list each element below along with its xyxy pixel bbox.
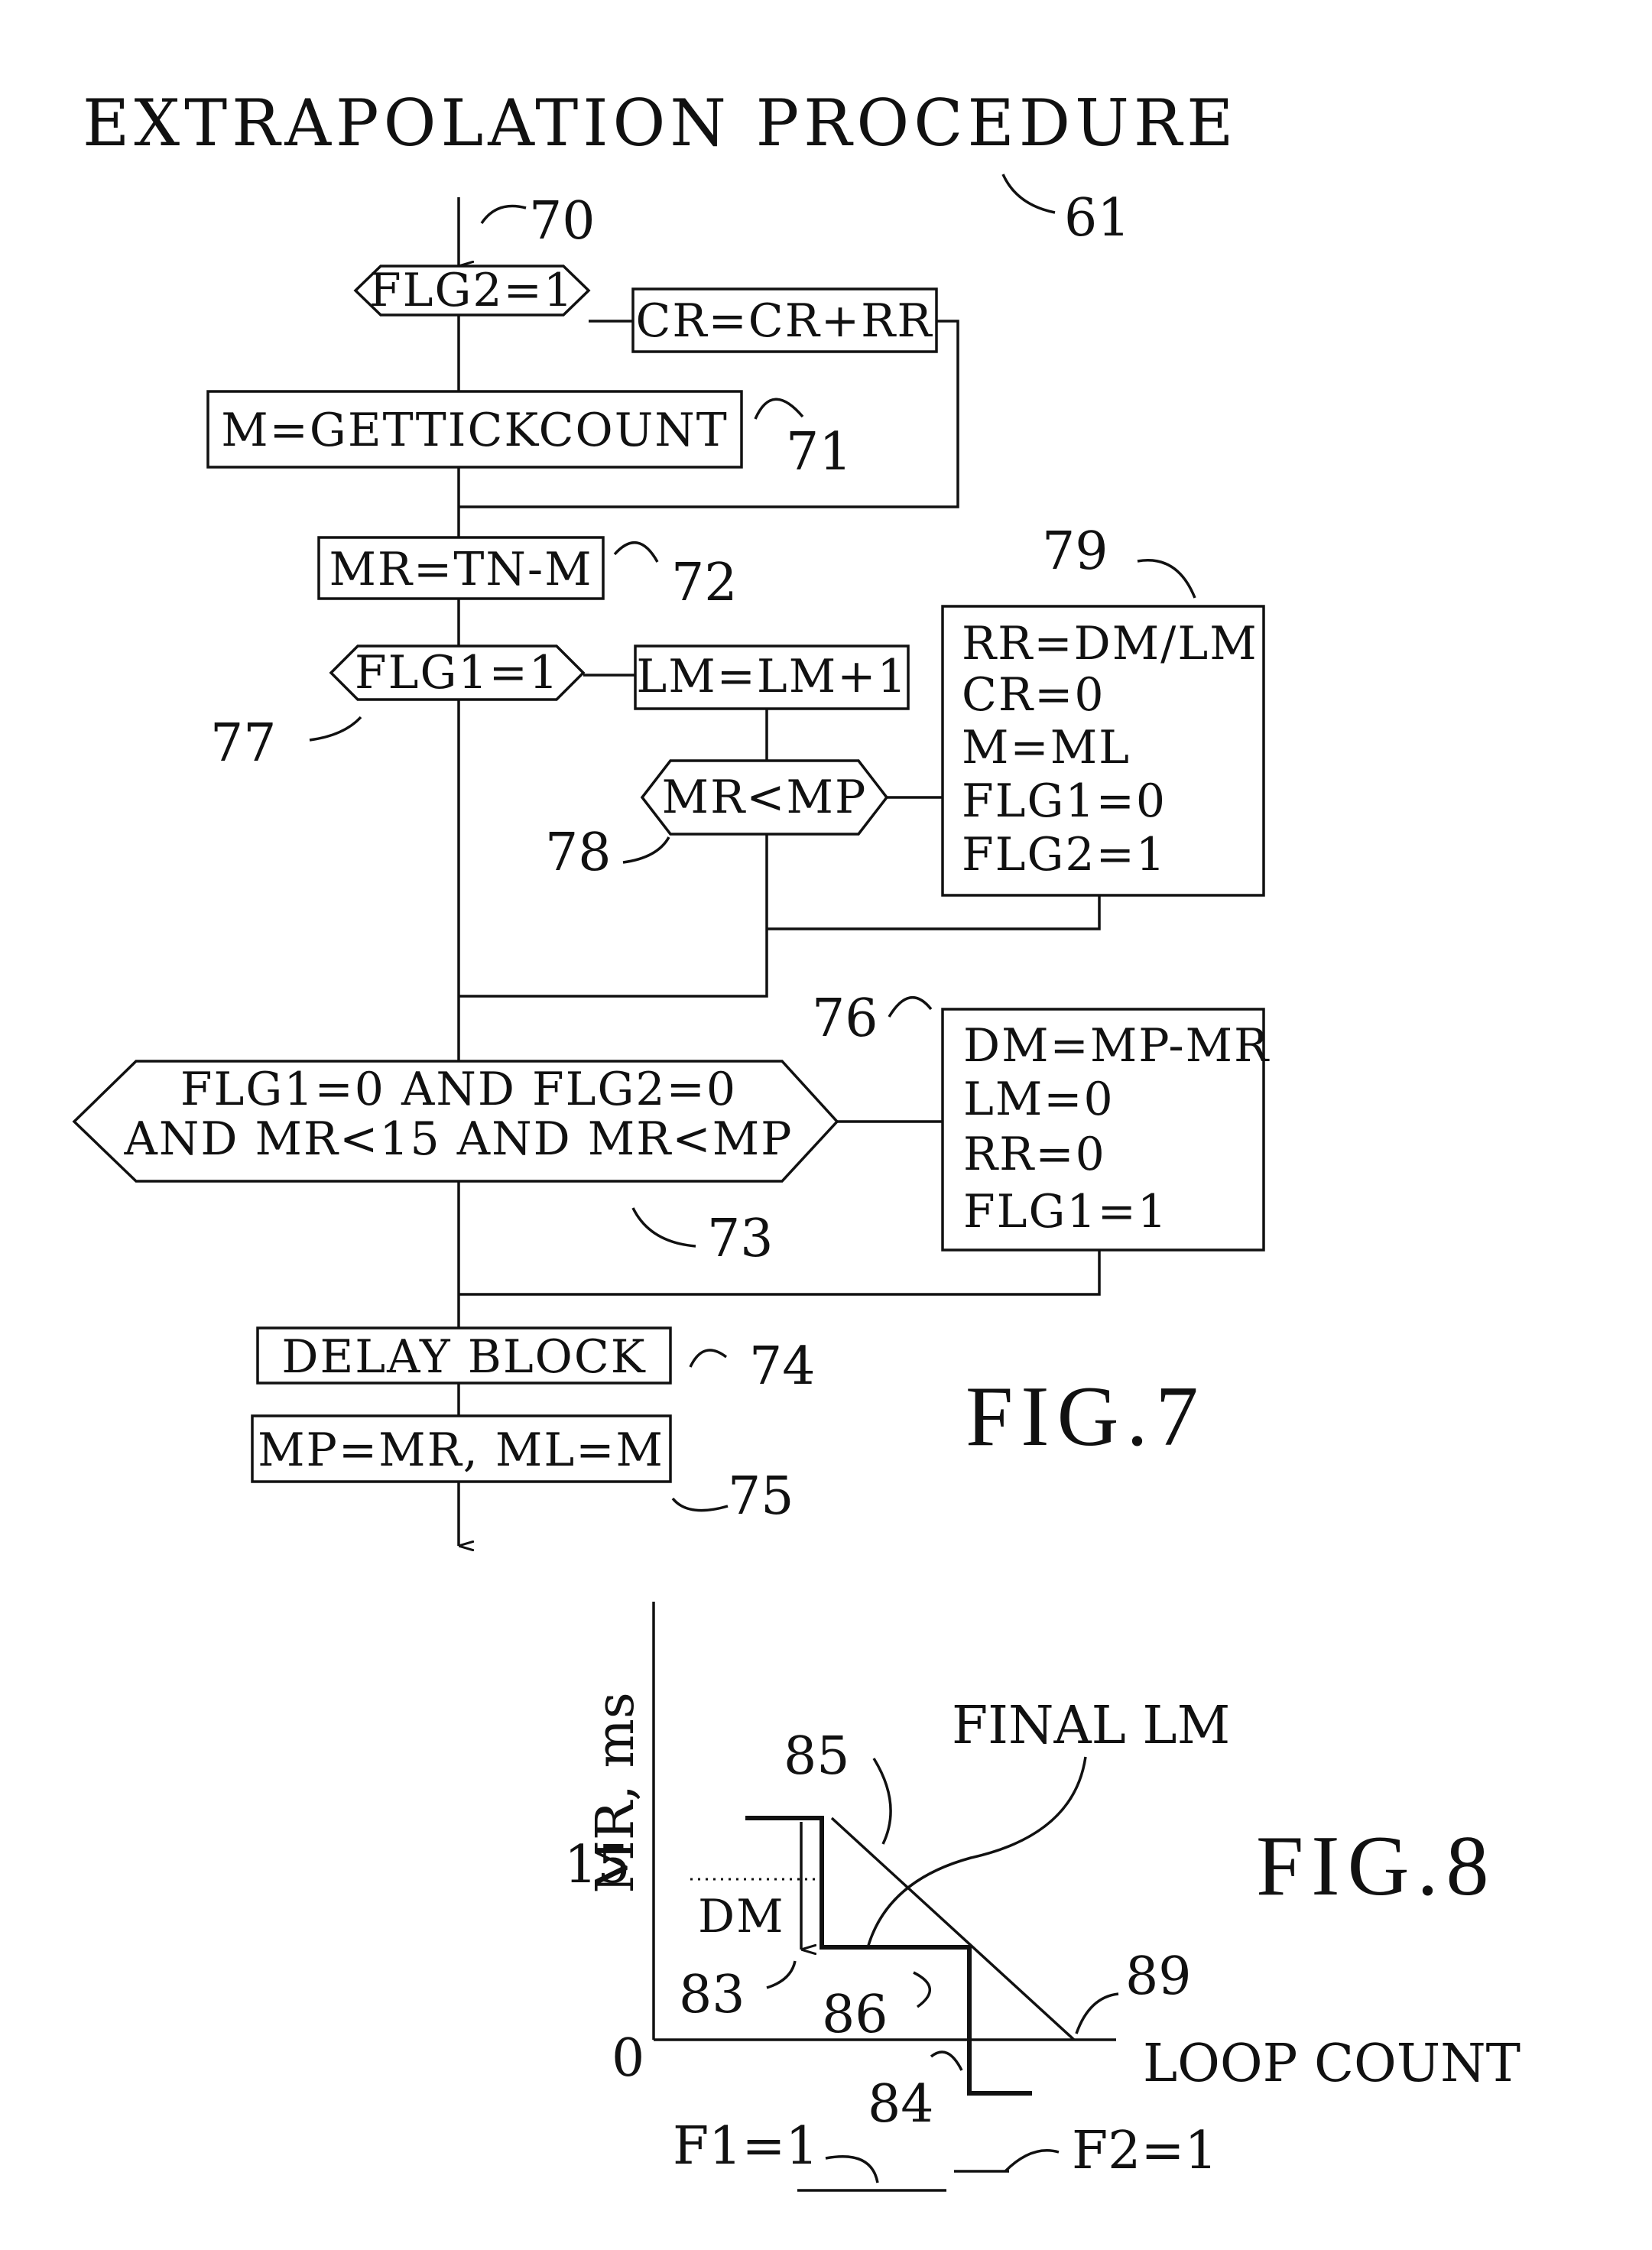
ref-76: 76 [812, 989, 878, 1049]
block-76-line: LM=0 [963, 1073, 1115, 1126]
fig7-label: FIG.7 [966, 1369, 1206, 1464]
ref-73-leader [631, 1207, 696, 1248]
gettick-label: M=GETTICKCOUNT [221, 404, 729, 457]
mr-mp-decision-label: MR<MP [662, 771, 868, 824]
main-condition-line: AND MR<15 AND MR<MP [123, 1112, 793, 1166]
fig8-label: FIG.8 [1256, 1819, 1496, 1914]
ref-77-leader [309, 716, 362, 742]
block-76-line: DM=MP-MR [963, 1019, 1270, 1073]
mr-calc-label: MR=TN-M [329, 543, 592, 596]
block-79-line: FLG1=0 [962, 774, 1167, 828]
x-axis-label: LOOP COUNT [1143, 2034, 1521, 2094]
ref-89: 89 [1125, 1946, 1192, 2007]
ref-84-leader [930, 2050, 963, 2071]
ref-75: 75 [728, 1466, 794, 1527]
block-79-line: CR=0 [962, 668, 1105, 722]
ref-61: 61 [1064, 188, 1131, 248]
y-axis-label: MR, ms [586, 1692, 646, 1893]
flg1-decision [329, 644, 586, 701]
main-condition-line: FLG1=0 AND FLG2=0 [180, 1063, 737, 1116]
ref-85-leader [872, 1758, 892, 1845]
block-76 [941, 1008, 1265, 1252]
delay-box [256, 1326, 672, 1385]
block-76-line: RR=0 [963, 1128, 1106, 1181]
flg2-decision-label: FLG2=1 [369, 264, 574, 317]
f2-label: F2=1 [1072, 2121, 1218, 2181]
f1-leader [825, 2155, 879, 2183]
ref-74: 74 [749, 1336, 816, 1397]
f2-leader [1004, 2149, 1060, 2173]
dm-label: DM [698, 1890, 785, 1943]
ref-86-leader [913, 1971, 932, 2008]
page-title: EXTRAPOLATION PROCEDURE [83, 86, 1238, 161]
ref-72-leader [613, 541, 659, 563]
ref-78-leader [622, 836, 670, 864]
cr-return-line [459, 320, 959, 508]
lm-inc-label: LM=LM+1 [636, 650, 907, 703]
block-76-line: FLG1=1 [963, 1185, 1168, 1239]
ref-86: 86 [822, 1985, 888, 2045]
ref-72: 72 [671, 553, 738, 613]
ref-79: 79 [1042, 521, 1108, 582]
ref-71-leader [754, 398, 804, 420]
ref-79-leader [1137, 559, 1196, 599]
ref-84: 84 [868, 2074, 934, 2135]
lm-inc-box [634, 644, 910, 710]
block-79 [941, 605, 1265, 897]
ref-83: 83 [679, 1965, 745, 2025]
flg1-decision-label: FLG1=1 [355, 646, 560, 700]
cr-update-label: CR=CR+RR [635, 294, 933, 348]
ref-70: 70 [529, 191, 596, 252]
tick-15: 15 [564, 1835, 631, 1895]
final-lm-label: FINAL LM [952, 1696, 1230, 1756]
block-79-return-line [767, 895, 1101, 930]
mp-ml-label: MP=MR, ML=M [258, 1424, 664, 1477]
ref-70-leader [480, 204, 527, 224]
block-79-line: RR=DM/LM [962, 617, 1258, 670]
mr-step-curve [745, 1816, 1032, 2096]
block-79-line: M=ML [962, 721, 1131, 774]
ref-73: 73 [707, 1209, 774, 1269]
mp-ml-box [251, 1414, 672, 1483]
ref-83-leader [766, 1960, 797, 1989]
ref-75-leader [671, 1497, 729, 1512]
tick-0: 0 [612, 2028, 644, 2089]
f1-label: F1=1 [673, 2116, 819, 2177]
block-79-line: FLG2=1 [962, 828, 1167, 881]
ref-85: 85 [784, 1726, 850, 1787]
ref-89-leader [1075, 1992, 1119, 2034]
final-lm-leader [866, 1756, 1087, 1949]
ref-77: 77 [210, 713, 277, 774]
extrapolation-line [830, 1817, 1076, 2041]
flg2-decision [353, 265, 591, 317]
ref-78: 78 [545, 823, 612, 883]
merge-line [459, 834, 768, 998]
mr-calc-box [317, 536, 605, 600]
ref-74-leader [689, 1349, 728, 1368]
ref-61-leader [1001, 174, 1056, 214]
delay-label: DELAY BLOCK [281, 1330, 646, 1384]
block-76-return-line [459, 1250, 1101, 1296]
ref-71: 71 [786, 422, 852, 482]
cr-update-box [631, 287, 938, 353]
ref-76-leader [888, 996, 933, 1018]
gettick-box [206, 390, 743, 469]
